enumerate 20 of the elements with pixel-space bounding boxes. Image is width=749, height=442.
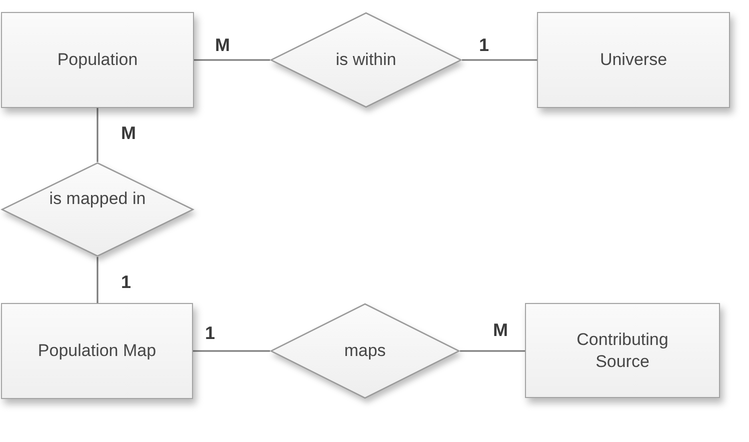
entity-name: Population <box>57 49 138 71</box>
connector-line <box>462 59 537 61</box>
entity-box <box>537 12 730 108</box>
relationship-diamond <box>270 12 462 108</box>
connector-line <box>193 350 270 352</box>
connector-line <box>460 350 525 352</box>
relationship-label: is within <box>336 49 396 71</box>
relationship-label: maps <box>344 340 386 362</box>
entity-box <box>1 12 194 108</box>
relationship-label: is mapped in <box>49 188 146 210</box>
entity-name: Population Map <box>38 340 156 362</box>
entity-name: Contributing Source <box>576 328 670 372</box>
connector-line <box>96 108 98 162</box>
entity-box <box>525 303 720 398</box>
connector-line <box>194 59 270 61</box>
relationship-diamond <box>270 303 460 399</box>
entity-box <box>1 303 193 399</box>
connector-line <box>96 257 98 303</box>
entity-name: Universe <box>600 49 668 71</box>
relationship-diamond <box>1 162 194 257</box>
